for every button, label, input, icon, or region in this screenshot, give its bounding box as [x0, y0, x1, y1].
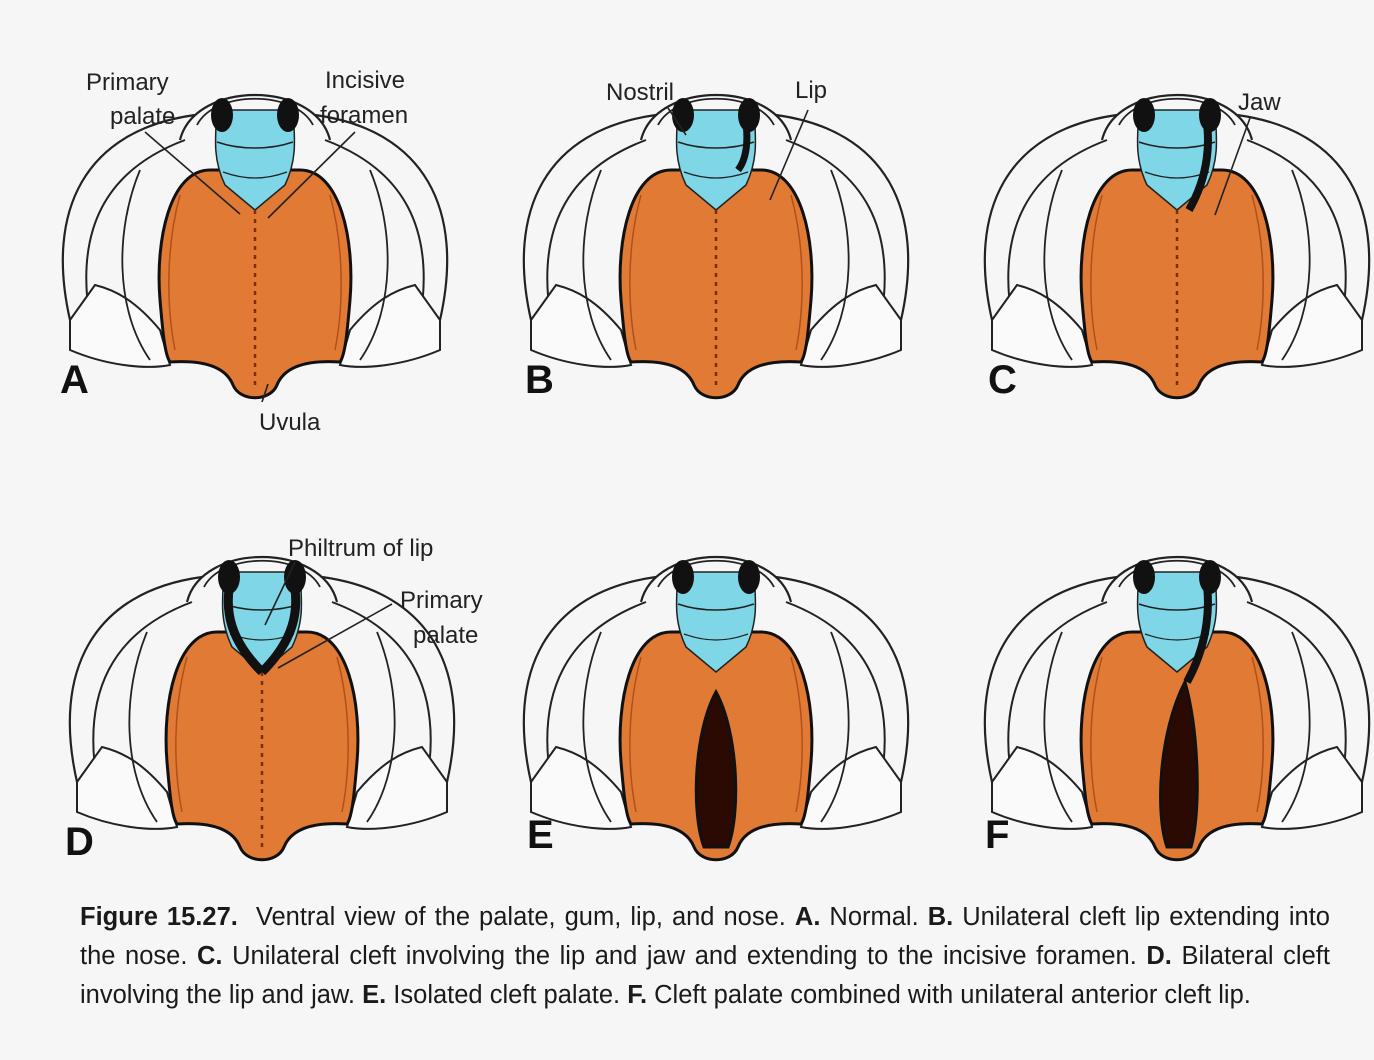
panel-e: [524, 557, 908, 860]
panel-letter-f: F: [985, 813, 1009, 857]
caption-a-text: Normal.: [829, 903, 918, 931]
callout-uvula: Uvula: [259, 409, 321, 436]
panel-d: [70, 557, 454, 860]
caption-c-label: C.: [197, 942, 223, 970]
callout-philtrum: Philtrum of lip: [288, 535, 433, 562]
caption-b-label: B.: [928, 903, 954, 931]
callout-jaw: Jaw: [1238, 89, 1281, 116]
panel-f: [985, 557, 1369, 860]
panel-letter-e: E: [527, 813, 554, 857]
caption-f-text: Cleft palate combined with unilateral an…: [654, 981, 1251, 1009]
caption-c-text: Unilateral cleft involving the lip and j…: [232, 942, 1137, 970]
callout-primary-palate-2: palate: [110, 103, 175, 130]
panel-b: [524, 95, 908, 398]
caption-a-label: A.: [795, 903, 821, 931]
panel-letter-a: A: [60, 358, 89, 402]
panel-letter-b: B: [525, 358, 554, 402]
callout-nostril: Nostril: [606, 79, 674, 106]
figure-caption: Figure 15.27. Ventral view of the palate…: [80, 898, 1330, 1015]
panel-a: [63, 95, 447, 398]
panel-letter-c: C: [988, 358, 1017, 402]
callout-incisive-1: Incisive: [325, 67, 405, 94]
caption-e-label: E.: [362, 981, 386, 1009]
callout-lip: Lip: [795, 77, 827, 104]
callout-primary-palate-d-2: palate: [413, 622, 478, 649]
panel-letter-d: D: [65, 820, 94, 864]
palate-figure: A B C D E F Primary palate Incisive fora…: [0, 0, 1374, 870]
caption-e-text: Isolated cleft palate.: [393, 981, 620, 1009]
caption-intro: Ventral view of the palate, gum, lip, an…: [256, 903, 786, 931]
figure-number: Figure 15.27.: [80, 903, 238, 931]
caption-d-label: D.: [1146, 942, 1172, 970]
callout-incisive-2: foramen: [320, 102, 408, 129]
callout-primary-palate-1: Primary: [86, 69, 169, 96]
panel-c: [985, 95, 1369, 398]
caption-f-label: F.: [627, 981, 647, 1009]
callout-primary-palate-d-1: Primary: [400, 587, 483, 614]
